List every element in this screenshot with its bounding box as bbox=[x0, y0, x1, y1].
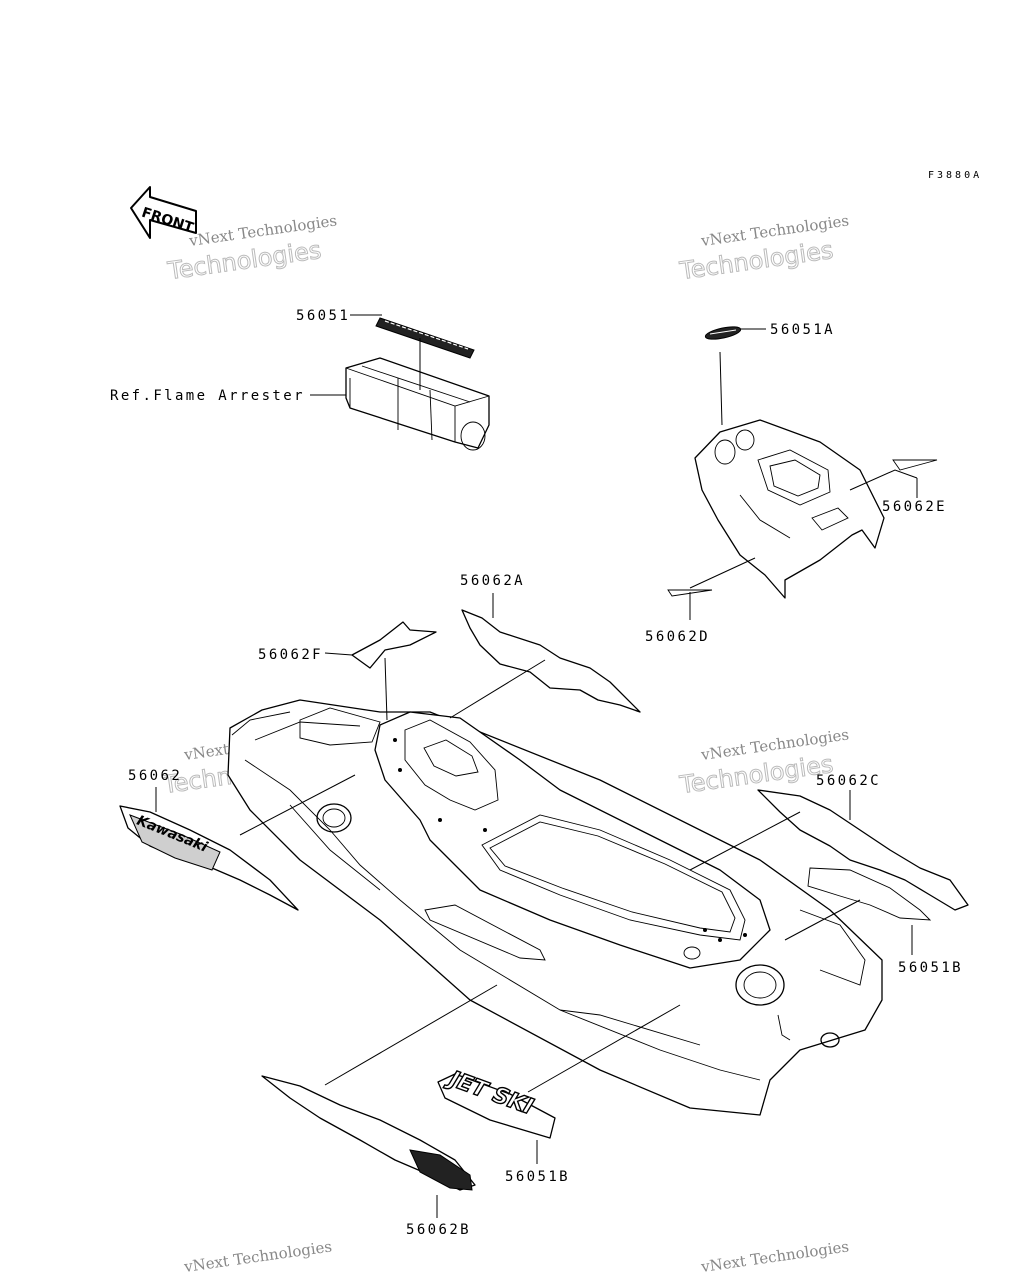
watermark-top-right: vNext Technologies Technologies bbox=[677, 211, 850, 285]
decal-56051B-right bbox=[807, 867, 932, 921]
flame-arrester bbox=[345, 357, 490, 451]
decal-56062E bbox=[892, 459, 938, 471]
label-56062F: 56062F bbox=[258, 647, 323, 663]
hull-body bbox=[227, 699, 883, 1116]
decal-56062C bbox=[757, 789, 969, 911]
watermark-line1: vNext Technologies bbox=[699, 1237, 850, 1276]
watermark-bottom-left: vNext Technologies bbox=[182, 1237, 333, 1276]
label-56062E: 56062E bbox=[882, 499, 947, 515]
decal-56062F bbox=[351, 621, 437, 669]
label-56051B-right: 56051B bbox=[898, 960, 963, 976]
label-56062: 56062 bbox=[128, 768, 182, 784]
leader-lines bbox=[155, 314, 918, 1218]
steering-cover bbox=[694, 419, 885, 599]
decal-56051 bbox=[375, 317, 475, 359]
decal-56062D bbox=[667, 589, 713, 597]
decal-56051A bbox=[704, 326, 742, 340]
decal-jetski-56051B: JET SKI bbox=[437, 1065, 556, 1139]
label-56062C: 56062C bbox=[816, 773, 881, 789]
label-56051A: 56051A bbox=[770, 322, 835, 338]
watermark-bottom-right: vNext Technologies bbox=[699, 1237, 850, 1276]
figure-id: F3880A bbox=[928, 170, 982, 181]
label-56051B-bottom: 56051B bbox=[505, 1169, 570, 1185]
decal-56062A bbox=[461, 609, 641, 713]
label-56051: 56051 bbox=[296, 308, 350, 324]
decal-56062B bbox=[261, 1075, 476, 1191]
front-direction-arrow-icon: FRONT bbox=[130, 186, 197, 239]
callouts: 56051 Ref.Flame Arrester 56051A 56062E 5… bbox=[110, 308, 963, 1238]
watermark-line1: vNext Technologies bbox=[182, 1237, 333, 1276]
label-56062A: 56062A bbox=[460, 573, 525, 589]
label-ref-flame-arrester: Ref.Flame Arrester bbox=[110, 388, 305, 404]
label-56062B: 56062B bbox=[406, 1222, 471, 1238]
label-56062D: 56062D bbox=[645, 629, 710, 645]
